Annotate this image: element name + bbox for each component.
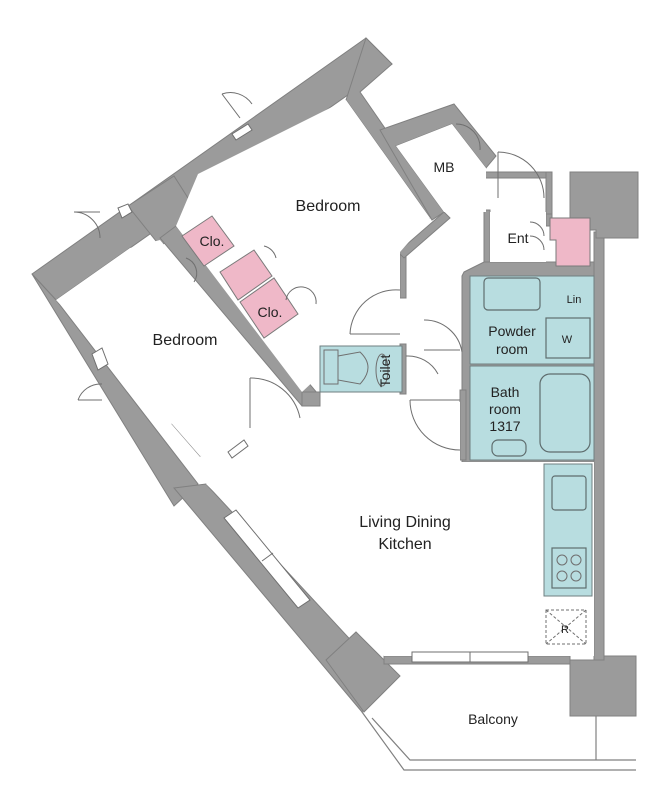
label-ldk-1: Living Dining — [359, 514, 451, 531]
label-bedroom-upper: Bedroom — [296, 198, 361, 215]
label-linen: Lin — [567, 294, 582, 306]
window-top — [231, 123, 253, 141]
window-ldk-side — [223, 509, 311, 609]
doors — [73, 92, 545, 451]
room-outlines — [56, 100, 594, 656]
label-toilet: Toilet — [377, 355, 393, 388]
refrigerator-space — [545, 609, 587, 645]
room-labels: Bedroom Bedroom Clo. Clo. MB Ent Lin Pow… — [153, 159, 582, 727]
windows — [91, 123, 529, 663]
window-upper-left — [117, 203, 133, 219]
entrance-shoe-closet — [549, 217, 591, 267]
vanity-sink — [483, 277, 541, 311]
label-bath-3: 1317 — [489, 418, 520, 434]
stove — [551, 547, 587, 589]
label-balcony: Balcony — [468, 711, 518, 727]
window-left-bedroom-bottom — [227, 439, 249, 459]
label-powder-room-2: room — [496, 341, 528, 357]
label-ldk-2: Kitchen — [378, 536, 431, 553]
wet-areas — [319, 275, 595, 597]
label-powder-room-1: Powder — [488, 323, 536, 339]
label-refrigerator: R — [561, 624, 569, 636]
washer-pan — [545, 317, 591, 359]
label-bedroom-left: Bedroom — [153, 332, 218, 349]
label-closet-1: Clo. — [200, 233, 225, 249]
label-bath-2: room — [489, 401, 521, 417]
label-mb: MB — [434, 159, 455, 175]
label-bath-1: Bath — [491, 384, 520, 400]
closets — [181, 215, 591, 339]
window-left-bedroom — [91, 347, 109, 371]
label-entrance: Ent — [507, 230, 528, 246]
label-washer: W — [562, 334, 573, 346]
bathtub — [539, 373, 591, 453]
label-closet-2: Clo. — [258, 304, 283, 320]
bath-sink — [491, 439, 527, 457]
kitchen-sink — [551, 475, 587, 511]
closet-lower-a — [219, 249, 273, 301]
closet-lower-b — [239, 277, 299, 339]
closet-upper — [181, 215, 235, 267]
balcony — [361, 711, 636, 771]
